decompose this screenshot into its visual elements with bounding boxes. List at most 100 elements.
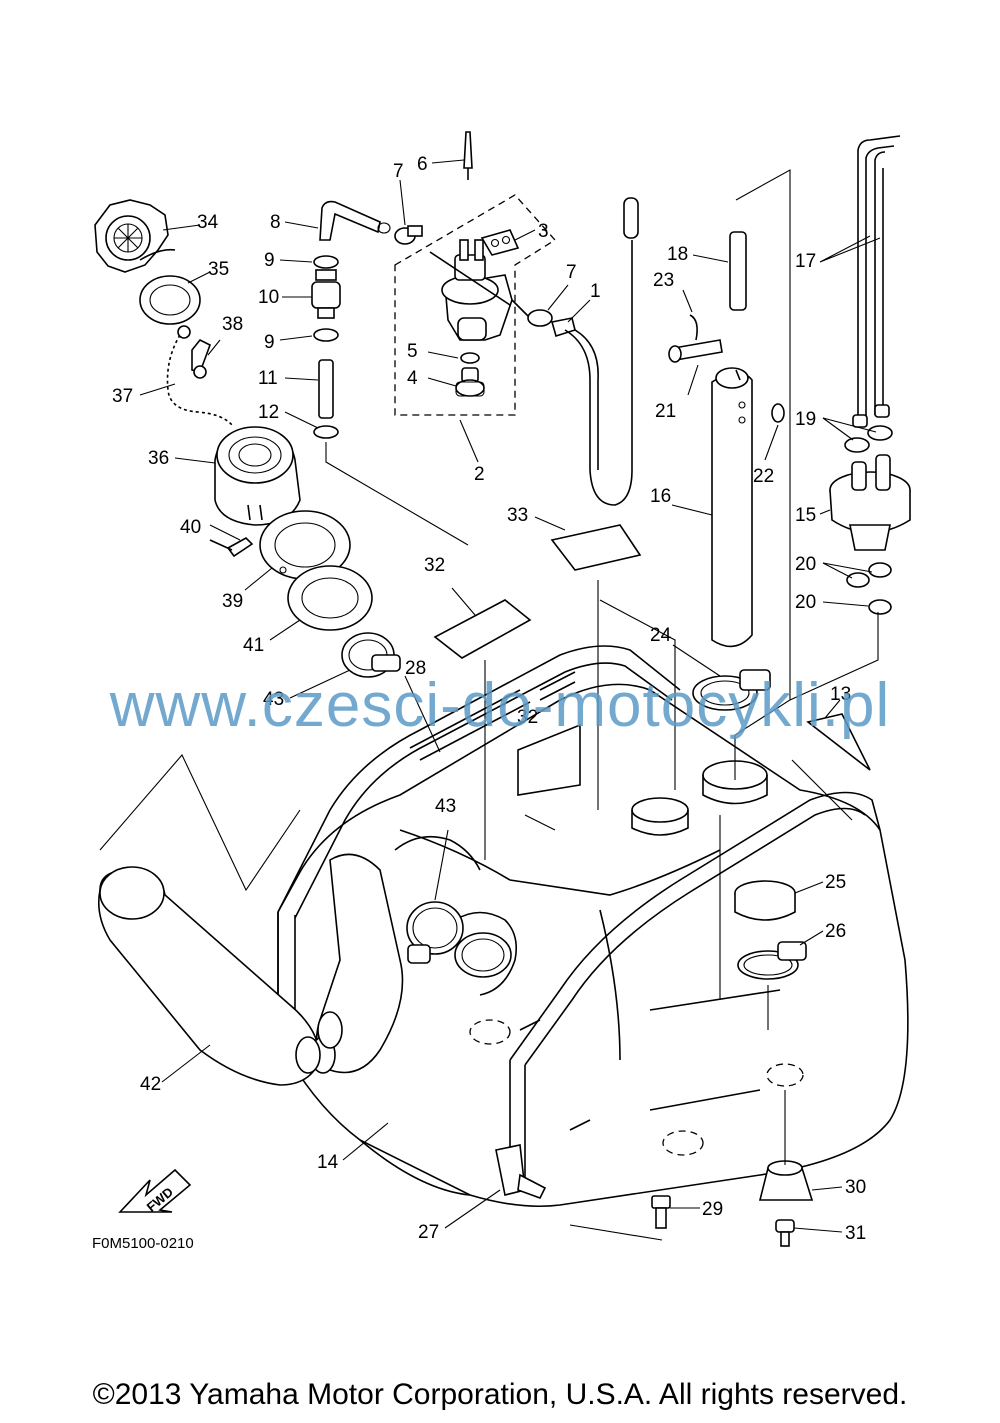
clamp-24 [692,669,771,711]
hose-11 [318,359,334,419]
clip-9-b [313,328,339,342]
panel-32-b [517,723,581,796]
callout-9-b: 9 [264,332,275,353]
callout-3: 3 [538,221,549,242]
clip-9-a [313,255,339,269]
panel-33 [550,524,642,571]
callout-31: 31 [845,1223,866,1244]
panel-32-a [433,599,532,659]
callout-29: 29 [702,1199,723,1220]
cap-25 [734,880,796,921]
callout-7-b: 7 [566,262,577,283]
callout-24: 24 [650,625,672,646]
callout-16: 16 [650,486,671,507]
callout-13: 13 [830,684,851,705]
pin-6 [463,131,473,180]
callout-42: 42 [140,1074,161,1095]
callout-9-a: 9 [264,250,275,271]
plug-4 [455,367,485,397]
callout-32-b: 32 [517,707,538,728]
callout-34: 34 [197,212,219,233]
callout-1: 1 [590,281,601,302]
callout-25: 25 [825,872,846,893]
pin-18 [729,231,747,311]
callout-labels: 1 2 3 4 5 6 7 7 8 9 10 9 11 12 13 14 15 … [112,154,866,1244]
callout-4: 4 [407,368,418,389]
pipe-16 [711,367,753,648]
callout-26: 26 [825,921,846,942]
hose-clamp-lower [406,901,512,978]
filler-neck [214,426,301,526]
washer-22 [771,403,785,423]
screw-40 [209,537,254,558]
callout-37: 37 [112,386,133,407]
oring-5 [460,352,480,364]
clips-20 [846,562,892,615]
filter-10 [311,269,341,319]
gasket-41 [287,565,373,631]
callout-17: 17 [795,251,816,272]
callout-8: 8 [270,212,281,233]
clip-7-a [394,225,423,245]
plate-3 [480,229,520,256]
callout-40: 40 [180,517,201,538]
pin-23 [689,314,698,341]
callout-20-a: 20 [795,554,816,575]
hose-clamp-upper [341,632,401,678]
callout-36: 36 [148,448,169,469]
callout-19: 19 [795,409,816,430]
callout-30: 30 [845,1177,866,1198]
callout-12: 12 [258,402,279,423]
filler-hose [97,853,404,1086]
clamp-26 [737,941,807,980]
callout-43-b: 43 [435,796,456,817]
screw-31 [775,1219,795,1247]
callout-10: 10 [258,287,279,308]
leader-lines [99,159,881,1241]
filter-15 [829,454,911,551]
pipes-17 [852,135,901,428]
callout-21: 21 [655,401,676,422]
callout-22: 22 [753,466,774,487]
callout-15: 15 [795,505,816,526]
callout-39: 39 [222,591,243,612]
pin-21 [668,339,723,363]
fuel-cap [94,199,176,273]
callout-32-a: 32 [424,555,445,576]
callout-33: 33 [507,505,528,526]
fuel-tank [277,645,909,1208]
clips-19 [844,425,893,453]
watermark: www.czesci-do-motocykli.pl [109,671,891,740]
bolt-29 [651,1195,671,1229]
bracket-27 [495,1144,547,1199]
hose-8 [319,200,391,241]
callout-2: 2 [474,464,485,485]
callout-5: 5 [407,341,418,362]
callout-11: 11 [258,368,278,389]
callout-43-a: 43 [263,689,284,710]
clip-38 [191,338,211,379]
cap-gasket [139,275,201,325]
fwd-arrow-icon: FWD [118,1168,192,1215]
callout-23: 23 [653,270,674,291]
callout-41: 41 [243,635,264,656]
callout-27: 27 [418,1222,439,1243]
hose-1 [550,197,639,506]
clip-12 [313,425,339,439]
callout-6: 6 [417,154,428,175]
pump-body [429,239,531,341]
copyright-notice: ©2013 Yamaha Motor Corporation, U.S.A. A… [92,1378,908,1411]
callout-7-a: 7 [393,161,404,182]
damper-30 [758,1160,814,1201]
callout-35: 35 [208,259,229,280]
callout-28: 28 [405,658,426,679]
callout-38: 38 [222,314,243,335]
clip-7-b [527,309,553,327]
callout-18: 18 [667,244,688,265]
pump-assy-box [394,194,556,416]
cap-chain [166,325,233,426]
diagram-code: F0M5100-0210 [92,1235,194,1252]
callout-20-b: 20 [795,592,816,613]
callout-14: 14 [317,1152,339,1173]
